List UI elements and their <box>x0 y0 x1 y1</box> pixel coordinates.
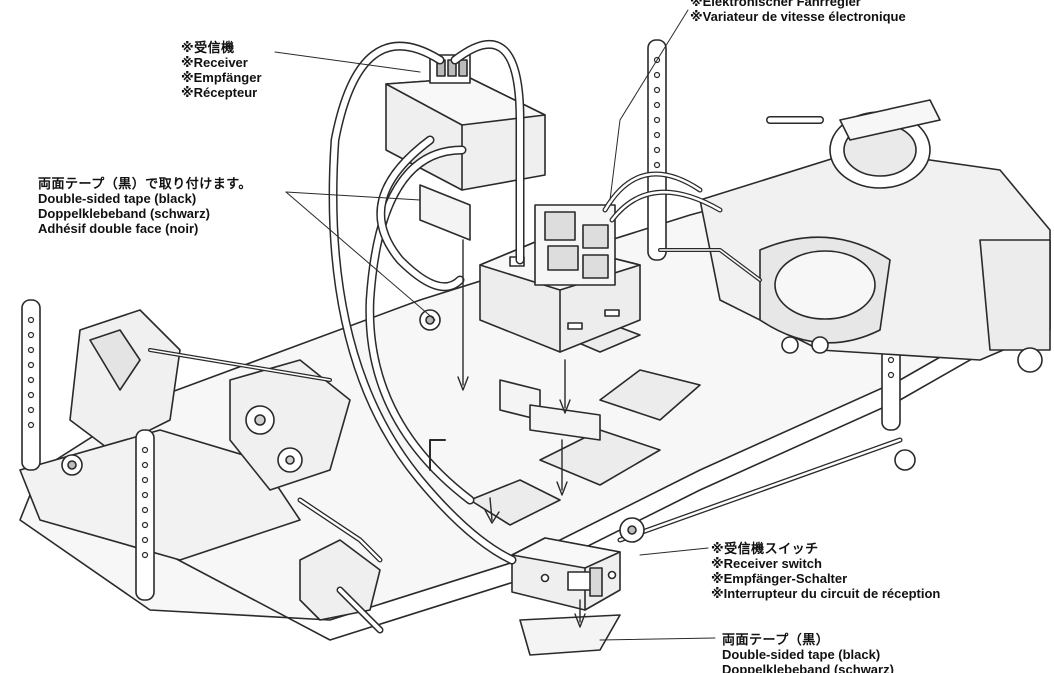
tape-black-label-fr: Adhésif double face (noir) <box>38 221 199 236</box>
wiring-harness <box>328 39 723 565</box>
esc-label-fr: ※Variateur de vitesse électronique <box>690 9 906 24</box>
receiver-switch-callout: ※受信機スイッチ ※Receiver switch ※Empfänger-Sch… <box>711 541 940 601</box>
receiver-switch-label-en: ※Receiver switch <box>711 556 822 571</box>
receiver-label-en: ※Receiver <box>181 55 248 70</box>
tape-black-label-jp: 両面テープ（黒）で取り付けます。 <box>38 176 252 191</box>
tape-black-callout: 両面テープ（黒）で取り付けます。 Double-sided tape (blac… <box>38 176 252 236</box>
receiver-switch-label-de: ※Empfänger-Schalter <box>711 571 848 586</box>
switch-tape-label-en: Double-sided tape (black) <box>722 647 881 662</box>
switch-tape-label-de: Doppelklebeband (schwarz) <box>722 662 894 673</box>
double-sided-tape-pieces <box>419 184 621 656</box>
placement-arrows <box>457 239 586 628</box>
receiver-callout: ※受信機 ※Receiver ※Empfänger ※Récepteur <box>181 40 262 100</box>
receiver-switch-label-fr: ※Interrupteur du circuit de réception <box>711 586 941 601</box>
switch-tape-callout: 両面テープ（黒） Double-sided tape (black) Doppe… <box>722 632 894 673</box>
leader-lines <box>274 9 716 641</box>
receiver-label-fr: ※Récepteur <box>181 85 258 100</box>
tape-black-label-de: Doppelklebeband (schwarz) <box>38 206 210 221</box>
switch-tape-label-jp: 両面テープ（黒） <box>722 632 830 647</box>
receiver-switch-label-jp: ※受信機スイッチ <box>711 541 819 556</box>
esc-label-de: ※Elektronischer Fahrregler <box>690 0 861 9</box>
front-suspension <box>19 309 441 634</box>
tape-black-label-en: Double-sided tape (black) <box>38 191 197 206</box>
receiver-label-de: ※Empfänger <box>181 70 262 85</box>
receiver-label-jp: ※受信機 <box>181 40 235 55</box>
rear-motor-assembly <box>617 99 1051 543</box>
electronic-speed-controller <box>479 204 641 353</box>
esc-callout: ※Elektronischer Fahrregler ※Variateur de… <box>690 0 906 24</box>
receiver-switch <box>511 537 621 611</box>
body-posts-front <box>21 299 155 601</box>
